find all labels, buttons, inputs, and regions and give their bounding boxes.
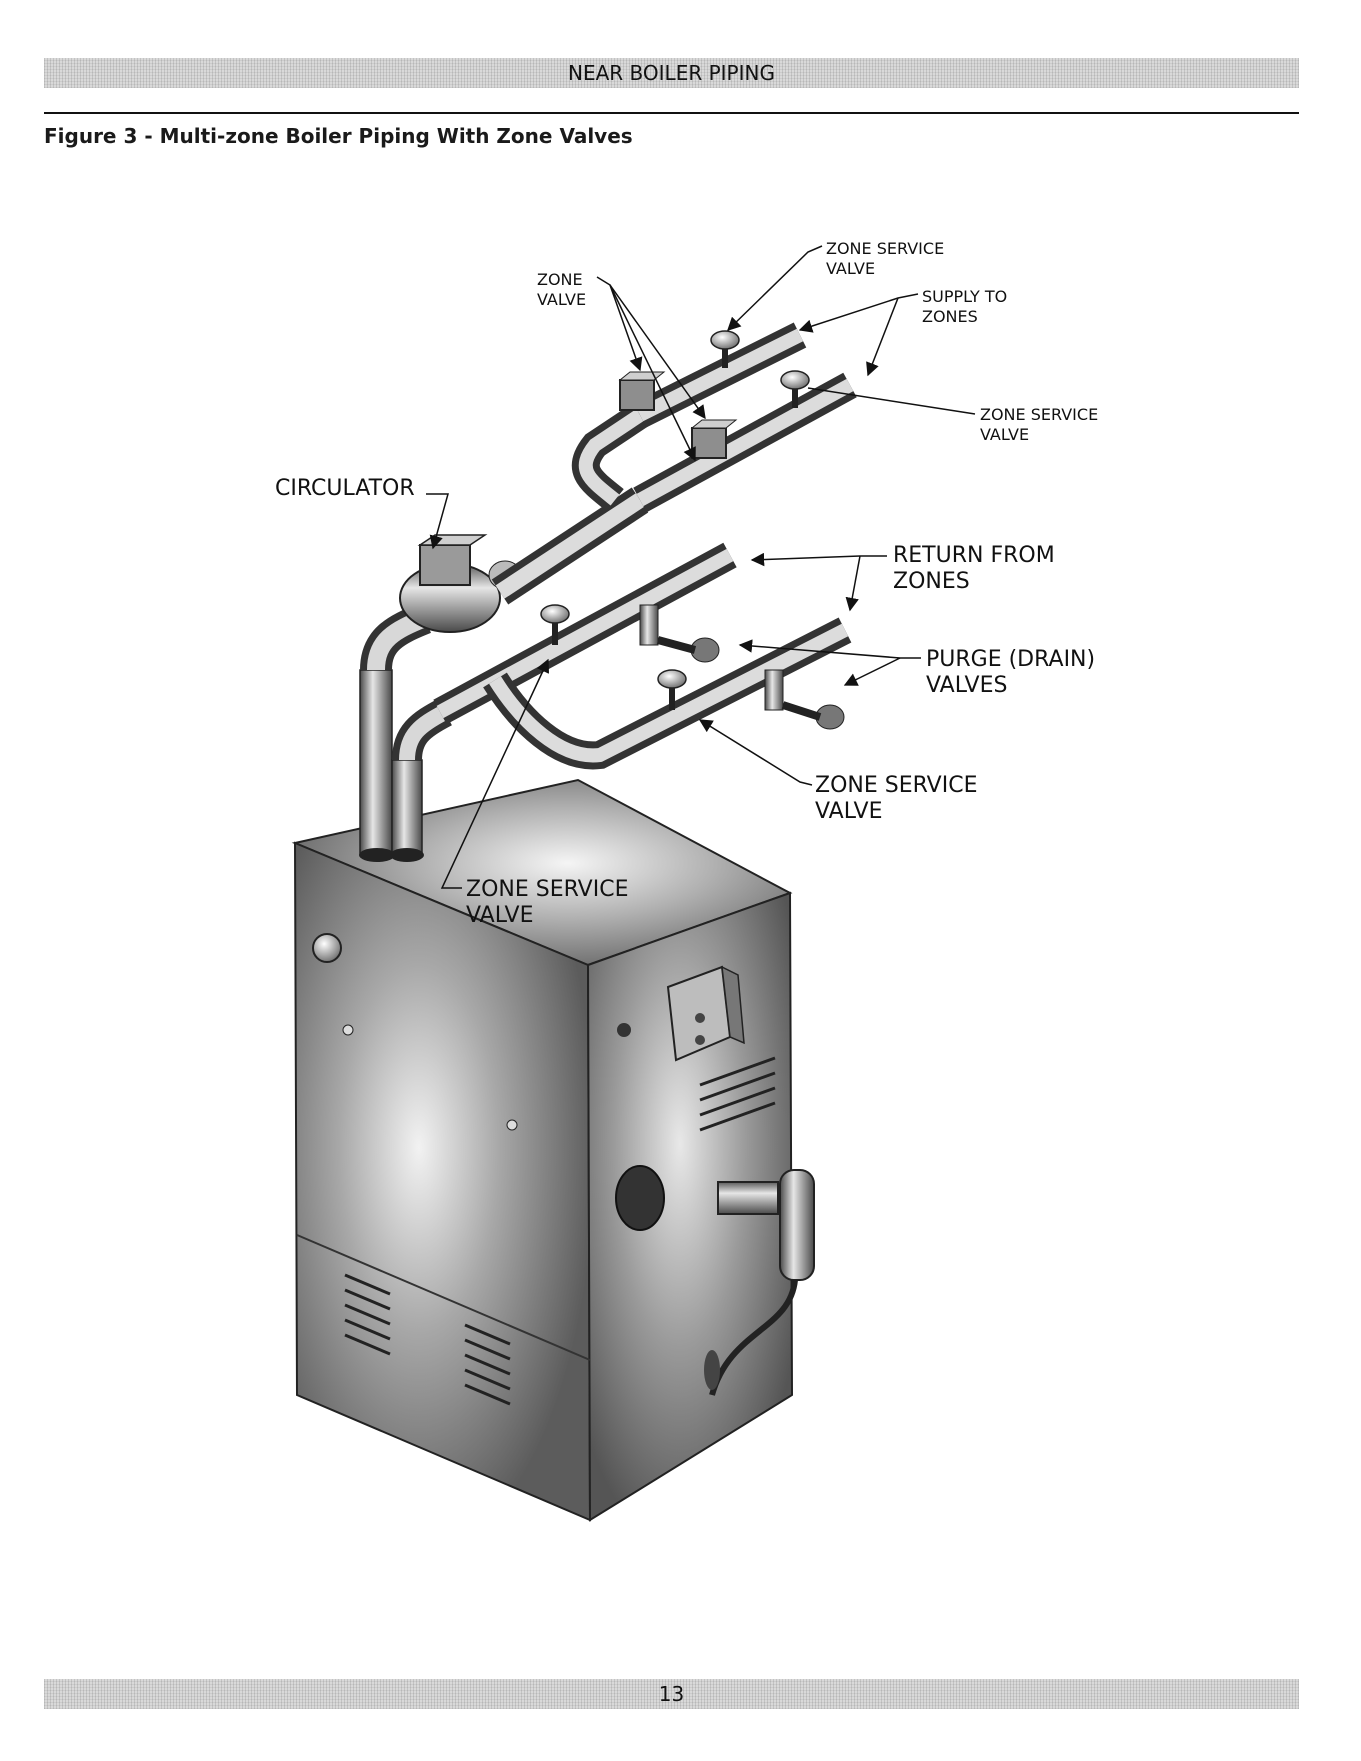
label-supply-to-zones: SUPPLY TO ZONES <box>922 287 1012 326</box>
page-number: 13 <box>659 1682 684 1706</box>
sight-opening <box>616 1166 664 1230</box>
riser-supply <box>360 670 392 855</box>
label-zone-valve: ZONE VALVE <box>537 270 588 309</box>
label-circulator: CIRCULATOR <box>275 476 415 501</box>
purge-valve-2 <box>765 670 844 729</box>
label-zone-service-valve-top: ZONE SERVICE VALVE <box>826 239 949 278</box>
pressure-gauge-icon <box>313 934 341 962</box>
label-return-from-zones: RETURN FROM ZONES <box>893 543 1062 594</box>
footer-band: 13 <box>44 1679 1299 1709</box>
label-purge-drain-valves: PURGE (DRAIN) VALVES <box>926 647 1102 698</box>
label-zone-service-valve-lower: ZONE SERVICE VALVE <box>815 773 985 824</box>
piping <box>359 331 850 862</box>
riser-return <box>392 760 422 855</box>
purge-valve-1 <box>640 605 719 662</box>
label-zone-service-valve-right: ZONE SERVICE VALVE <box>980 405 1103 444</box>
